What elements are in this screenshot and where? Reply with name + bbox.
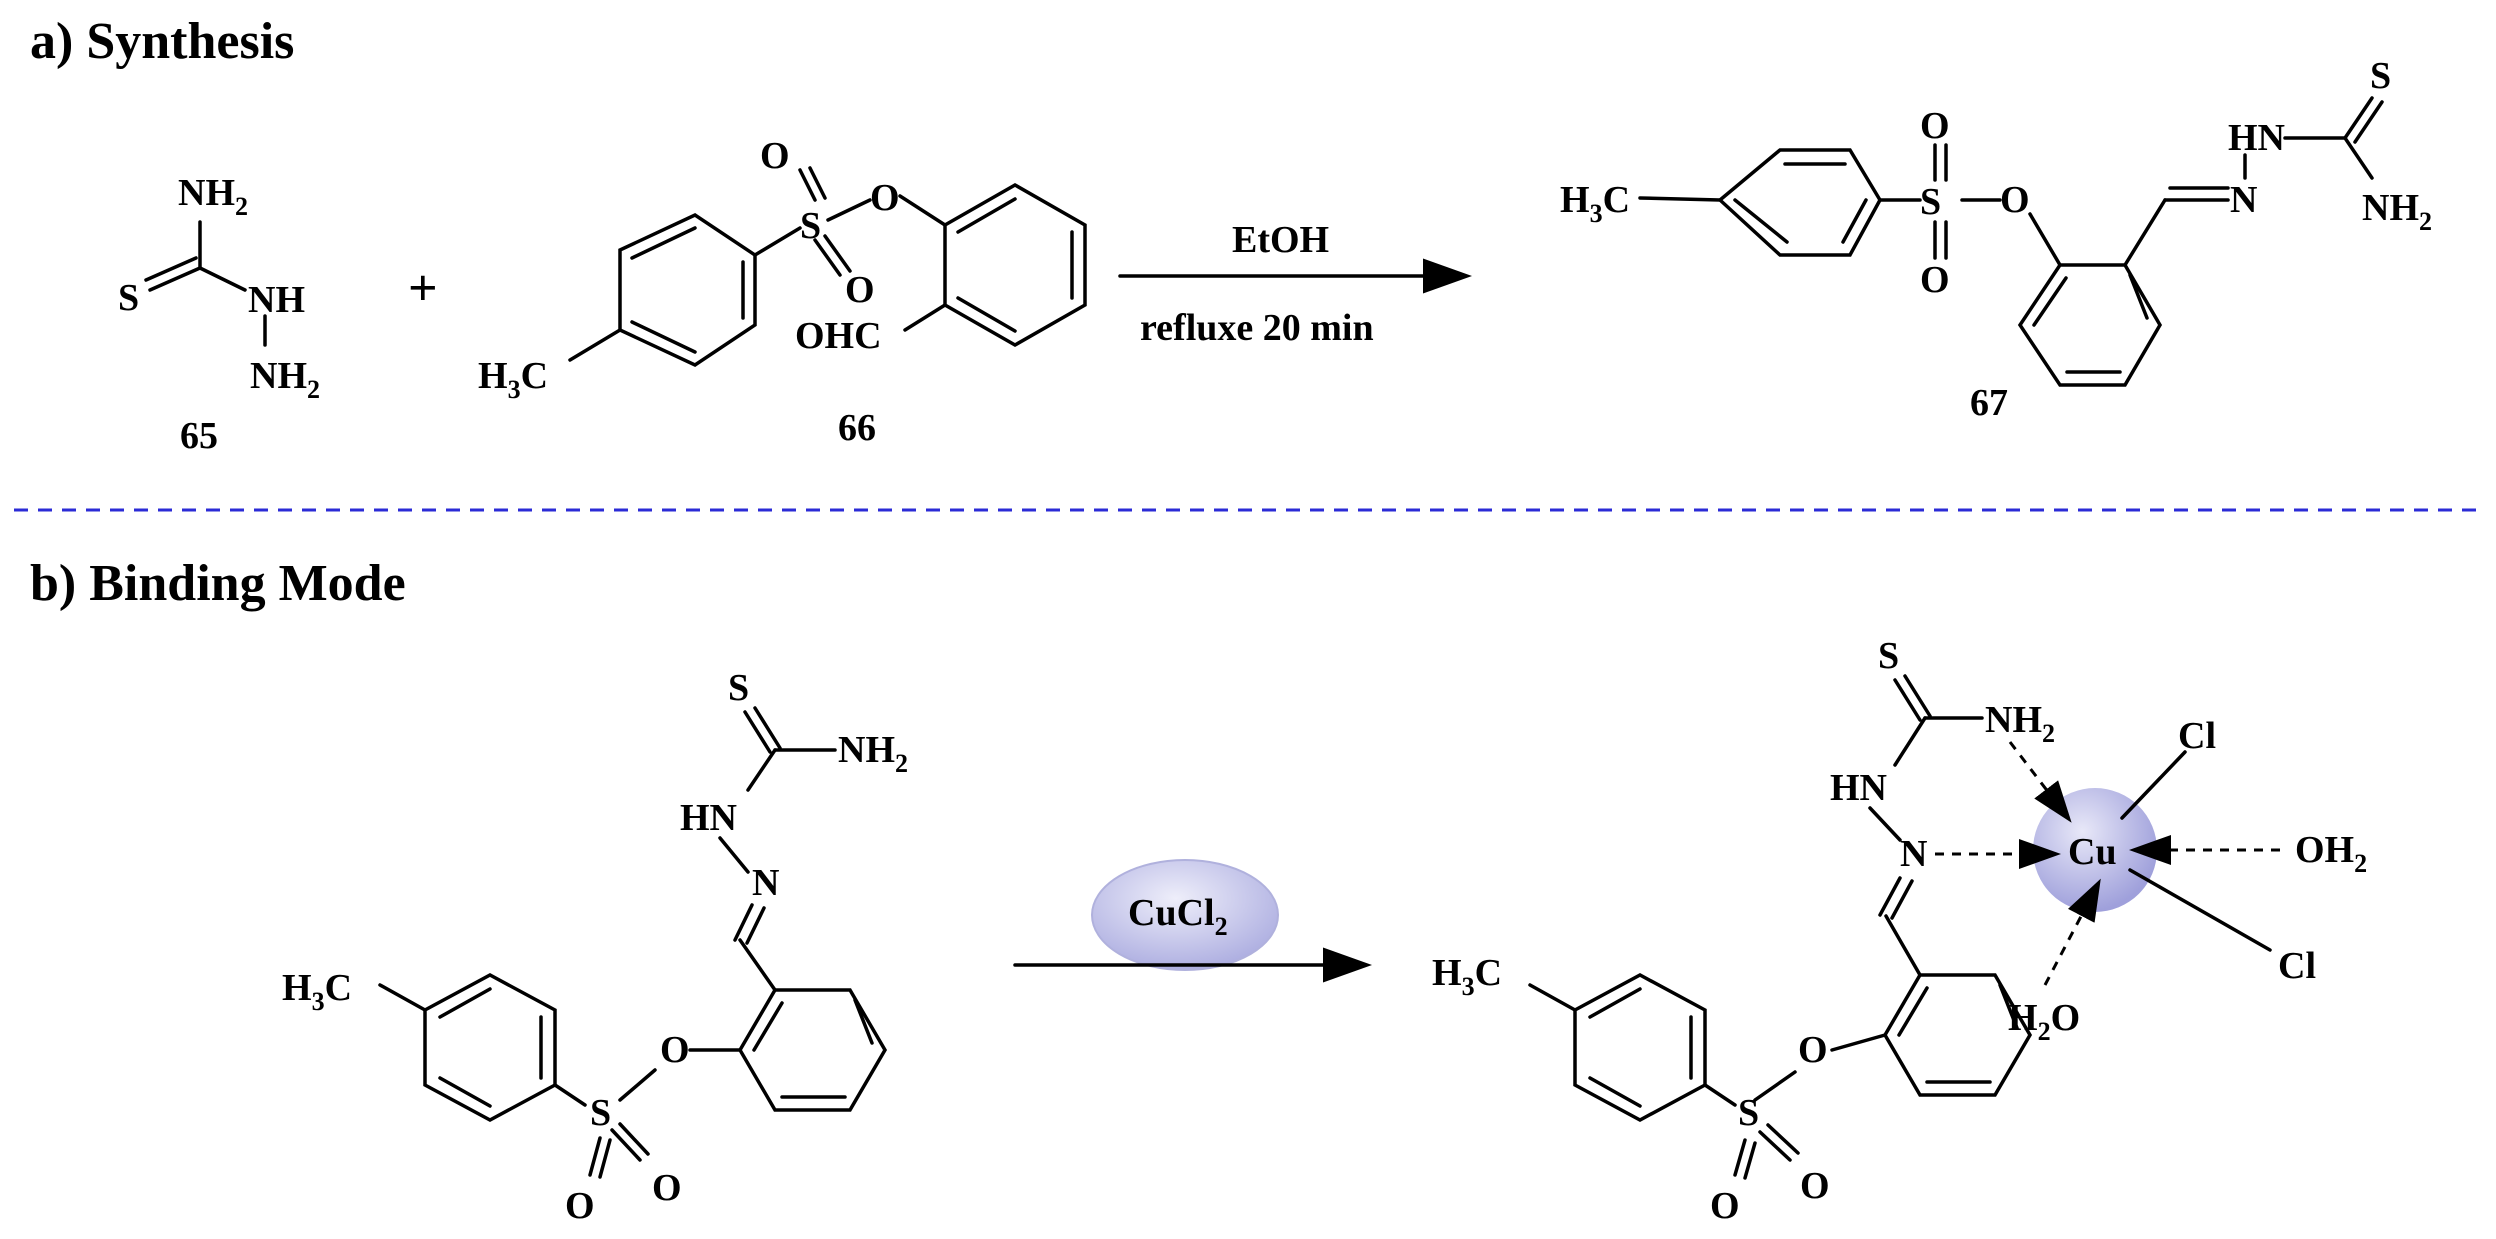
svg-text:H3C: H3C	[1560, 179, 1630, 228]
compound-65-label: 65	[180, 415, 218, 457]
atom-S: S	[118, 277, 139, 319]
compound-66-label: 66	[838, 407, 876, 449]
svg-text:S: S	[590, 1092, 611, 1134]
svg-text:O: O	[845, 269, 875, 311]
svg-text:O: O	[1710, 1185, 1740, 1227]
plus-sign: +	[408, 260, 438, 317]
svg-text:H3C: H3C	[478, 355, 548, 404]
svg-text:HN: HN	[1830, 767, 1887, 809]
compound-66-structure: H3C S O O O OHC	[478, 135, 1087, 404]
svg-text:O: O	[870, 177, 900, 219]
reagent-cucl2: CuCl2	[1128, 892, 1228, 941]
svg-text:O: O	[565, 1185, 595, 1227]
svg-text:N: N	[1900, 833, 1927, 875]
compound-67-label: 67	[1970, 382, 2008, 424]
svg-text:S: S	[1920, 181, 1941, 223]
compound-67-structure: H3C S O O O N HN S NH2	[1560, 55, 2432, 387]
svg-text:NH2: NH2	[250, 355, 320, 404]
svg-text:S: S	[2370, 55, 2391, 97]
svg-text:O: O	[2000, 179, 2030, 221]
panel-b-title: b) Binding Mode	[30, 555, 406, 612]
svg-text:S: S	[800, 205, 821, 247]
svg-text:O: O	[652, 1167, 682, 1209]
svg-text:H3C: H3C	[1432, 952, 1502, 1001]
condition-reflux: refluxe 20 min	[1140, 307, 1374, 349]
svg-text:NH: NH	[248, 279, 305, 321]
svg-text:O: O	[1920, 105, 1950, 147]
ligand-structure: S NH2 HN N O S O O H3C	[282, 667, 908, 1227]
svg-text:Cl: Cl	[2178, 715, 2216, 757]
svg-text:N: N	[752, 862, 779, 904]
svg-text:H3C: H3C	[282, 967, 352, 1016]
svg-text:S: S	[1878, 635, 1899, 677]
svg-text:Cl: Cl	[2278, 945, 2316, 987]
svg-text:NH2: NH2	[838, 729, 908, 778]
svg-text:O: O	[1920, 259, 1950, 301]
svg-text:S: S	[728, 667, 749, 709]
svg-text:N: N	[2230, 179, 2257, 221]
svg-text:O: O	[660, 1029, 690, 1071]
svg-text:O: O	[1798, 1029, 1828, 1071]
reagent-etoh: EtOH	[1232, 219, 1329, 261]
svg-text:HN: HN	[680, 797, 737, 839]
svg-text:OH2: OH2	[2295, 829, 2367, 878]
svg-text:S: S	[1738, 1092, 1759, 1134]
svg-text:O: O	[760, 135, 790, 177]
svg-text:H2O: H2O	[2008, 997, 2080, 1046]
svg-text:NH2: NH2	[1985, 699, 2055, 748]
svg-text:HN: HN	[2228, 117, 2285, 159]
svg-text:O: O	[1800, 1165, 1830, 1207]
svg-text:OHC: OHC	[795, 315, 882, 357]
svg-text:NH2: NH2	[178, 172, 248, 221]
panel-a-title: a) Synthesis	[30, 13, 294, 70]
cucl2-bubble	[1091, 859, 1279, 971]
copper-complex-structure: Cu S NH2 HN N O S O O H3C	[1432, 635, 2367, 1227]
compound-65-structure: NH2 S NH NH2	[118, 172, 320, 404]
svg-text:NH2: NH2	[2362, 187, 2432, 236]
svg-text:Cu: Cu	[2068, 831, 2117, 873]
